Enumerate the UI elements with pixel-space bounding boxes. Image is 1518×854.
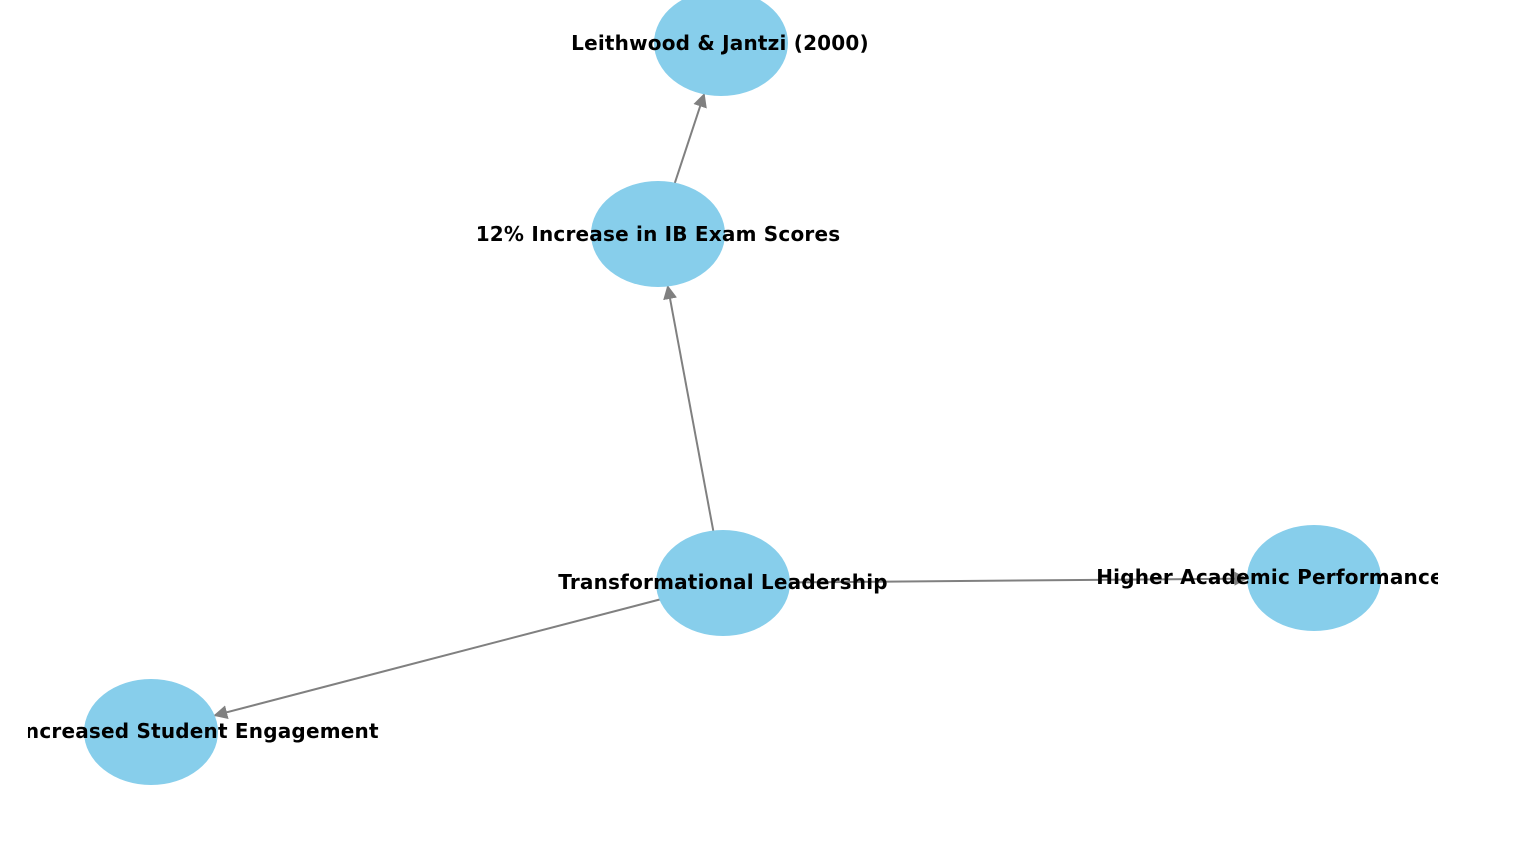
node-transformational [656, 530, 790, 636]
node-label-higher_academic: Higher Academic Performance [1096, 565, 1444, 589]
node-label-transformational: Transformational Leadership [558, 570, 888, 594]
node-label-ib_scores: 12% Increase in IB Exam Scores [476, 222, 841, 246]
node-higher_academic [1247, 525, 1381, 631]
edge-transformational-to-student_engagement [213, 582, 724, 720]
nodes-layer: Leithwood & Jantzi (2000) 12% Increase in… [17, 0, 1444, 785]
node-ib_scores [591, 181, 725, 287]
node-label-leithwood: Leithwood & Jantzi (2000) [571, 31, 869, 55]
node-student_engagement [84, 679, 218, 785]
node-leithwood [654, 0, 788, 96]
node-label-student_engagement: Increased Student Engagement [17, 719, 379, 743]
edge-transformational-to-higher_academic [722, 571, 1249, 586]
